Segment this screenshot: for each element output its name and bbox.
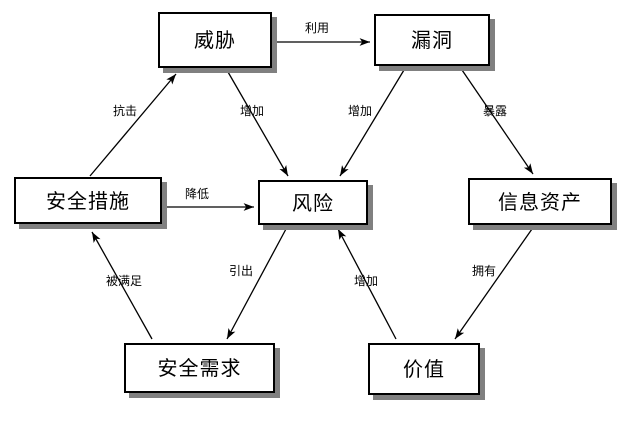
edge-value-increases-risk (337, 228, 397, 340)
edge-label-risk-derives-need: 引出 (229, 264, 254, 278)
edge-vuln-increases-risk (339, 69, 405, 177)
node-value-label: 价值 (403, 357, 445, 381)
edge-label-control-reduces-risk: 降低 (185, 187, 210, 201)
node-risk-label: 风险 (292, 190, 334, 215)
node-threat-label: 威胁 (194, 28, 236, 52)
edge-need-satisfied-control (91, 231, 153, 340)
edge-label-need-satisfied-control: 被满足 (106, 274, 143, 288)
node-risk[interactable]: 风险 (258, 180, 368, 225)
node-security-control[interactable]: 安全措施 (14, 177, 162, 224)
node-security-requirement[interactable]: 安全需求 (124, 343, 275, 393)
edge-risk-derives-need (226, 228, 287, 340)
edge-label-threat-exploits-vuln: 利用 (305, 21, 330, 35)
edge-label-control-counters-threat: 抗击 (113, 104, 138, 118)
edge-label-vuln-increases-risk: 增加 (348, 104, 373, 118)
edge-threat-increases-risk (227, 71, 289, 177)
node-vulnerability-label: 漏洞 (411, 28, 453, 52)
edge-label-value-increases-risk: 增加 (354, 274, 379, 288)
node-vulnerability[interactable]: 漏洞 (374, 14, 490, 66)
node-information-asset[interactable]: 信息资产 (468, 178, 612, 225)
node-security-control-label: 安全措施 (46, 188, 130, 213)
edge-asset-has-value (454, 228, 533, 340)
node-value[interactable]: 价值 (368, 343, 480, 395)
node-information-asset-label: 信息资产 (498, 189, 582, 214)
node-threat[interactable]: 威胁 (158, 12, 272, 68)
edge-label-vuln-exposes-asset: 暴露 (483, 104, 508, 118)
edge-label-asset-has-value: 拥有 (472, 264, 497, 278)
edge-control-counters-threat (89, 73, 177, 177)
node-security-requirement-label: 安全需求 (157, 356, 242, 380)
edge-label-threat-increases-risk: 增加 (240, 104, 265, 118)
edge-vuln-exposes-asset (461, 69, 534, 175)
